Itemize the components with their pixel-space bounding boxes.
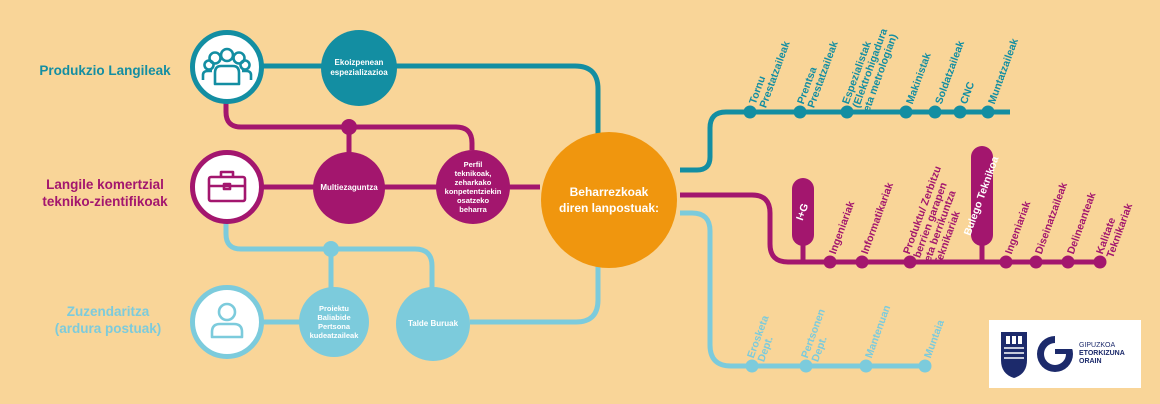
- node-multiezaguntza: Multiezaguntza: [313, 152, 385, 224]
- pill-ig-label: I+G: [794, 201, 812, 223]
- junction-dot: [341, 119, 357, 135]
- sky-branch-dot: [799, 359, 813, 373]
- sky-branch-dot: [745, 359, 759, 373]
- teal-branch-dot: [981, 105, 995, 119]
- teal-branch-dot: [899, 105, 913, 119]
- magenta-branch-dot: [1029, 255, 1043, 269]
- magenta-branch-dot: [903, 255, 917, 269]
- node-proiektu-label: Proiektu Baliabide Pertsona kudeatzailea…: [309, 304, 359, 340]
- node-perfil-label: Perfil teknikoak, zeharkako konpetentzie…: [444, 160, 502, 214]
- workers-icon: [190, 30, 264, 104]
- category-produkzio-label: Produkzio Langileak: [39, 63, 171, 78]
- pill-ig: I+G: [792, 178, 814, 246]
- node-central-label: Beharrezkoak diren lanpostuak:: [558, 185, 659, 215]
- node-perfil: Perfil teknikoak, zeharkako konpetentzie…: [436, 150, 510, 224]
- sky-branch-dot: [859, 359, 873, 373]
- gipuzkoa-logo: GIPUZKOA ETORKIZUNA ORAIN: [989, 320, 1141, 388]
- node-ekoizpenean: Ekoizpenean espezializazioa: [321, 30, 397, 106]
- node-proiektu: Proiektu Baliabide Pertsona kudeatzailea…: [299, 287, 369, 357]
- node-central: Beharrezkoak diren lanpostuak:: [541, 132, 677, 268]
- magenta-branch-dot: [1093, 255, 1107, 269]
- logo-line-2: ETORKIZUNA: [1079, 350, 1125, 357]
- pill-bulego-teknikoa: Bulego Teknikoa: [962, 146, 1002, 246]
- magenta-branch-dot: [1061, 255, 1075, 269]
- teal-branch-dot: [840, 105, 854, 119]
- logo-text: GIPUZKOA ETORKIZUNA ORAIN: [1079, 342, 1125, 366]
- person-icon: [190, 285, 264, 359]
- teal-branch-dot: [743, 105, 757, 119]
- gipuzkoa-logo-graphic: [1001, 332, 1075, 378]
- teal-branch-dot: [928, 105, 942, 119]
- magenta-branch-dot: [823, 255, 837, 269]
- magenta-branch-dot: [855, 255, 869, 269]
- category-komertzial-label: Langile komertzial tekniko-zientifikoak: [42, 177, 168, 209]
- sky-branch-dot: [918, 359, 932, 373]
- node-talde-label: Talde Buruak: [407, 319, 459, 328]
- briefcase-icon: [190, 150, 264, 224]
- logo-line-1: GIPUZKOA: [1079, 342, 1116, 349]
- node-ekoizpenean-label: Ekoizpenean espezializazioa: [330, 58, 388, 77]
- logo-line-3: ORAIN: [1079, 358, 1102, 365]
- junction-dot: [323, 241, 339, 257]
- node-talde: Talde Buruak: [396, 287, 470, 361]
- magenta-branch-dot: [999, 255, 1013, 269]
- category-zuzendaritza-label: Zuzendaritza (ardura postuak): [54, 304, 162, 336]
- teal-branch-dot: [953, 105, 967, 119]
- node-multiezaguntza-label: Multiezaguntza: [320, 183, 378, 192]
- teal-branch-dot: [793, 105, 807, 119]
